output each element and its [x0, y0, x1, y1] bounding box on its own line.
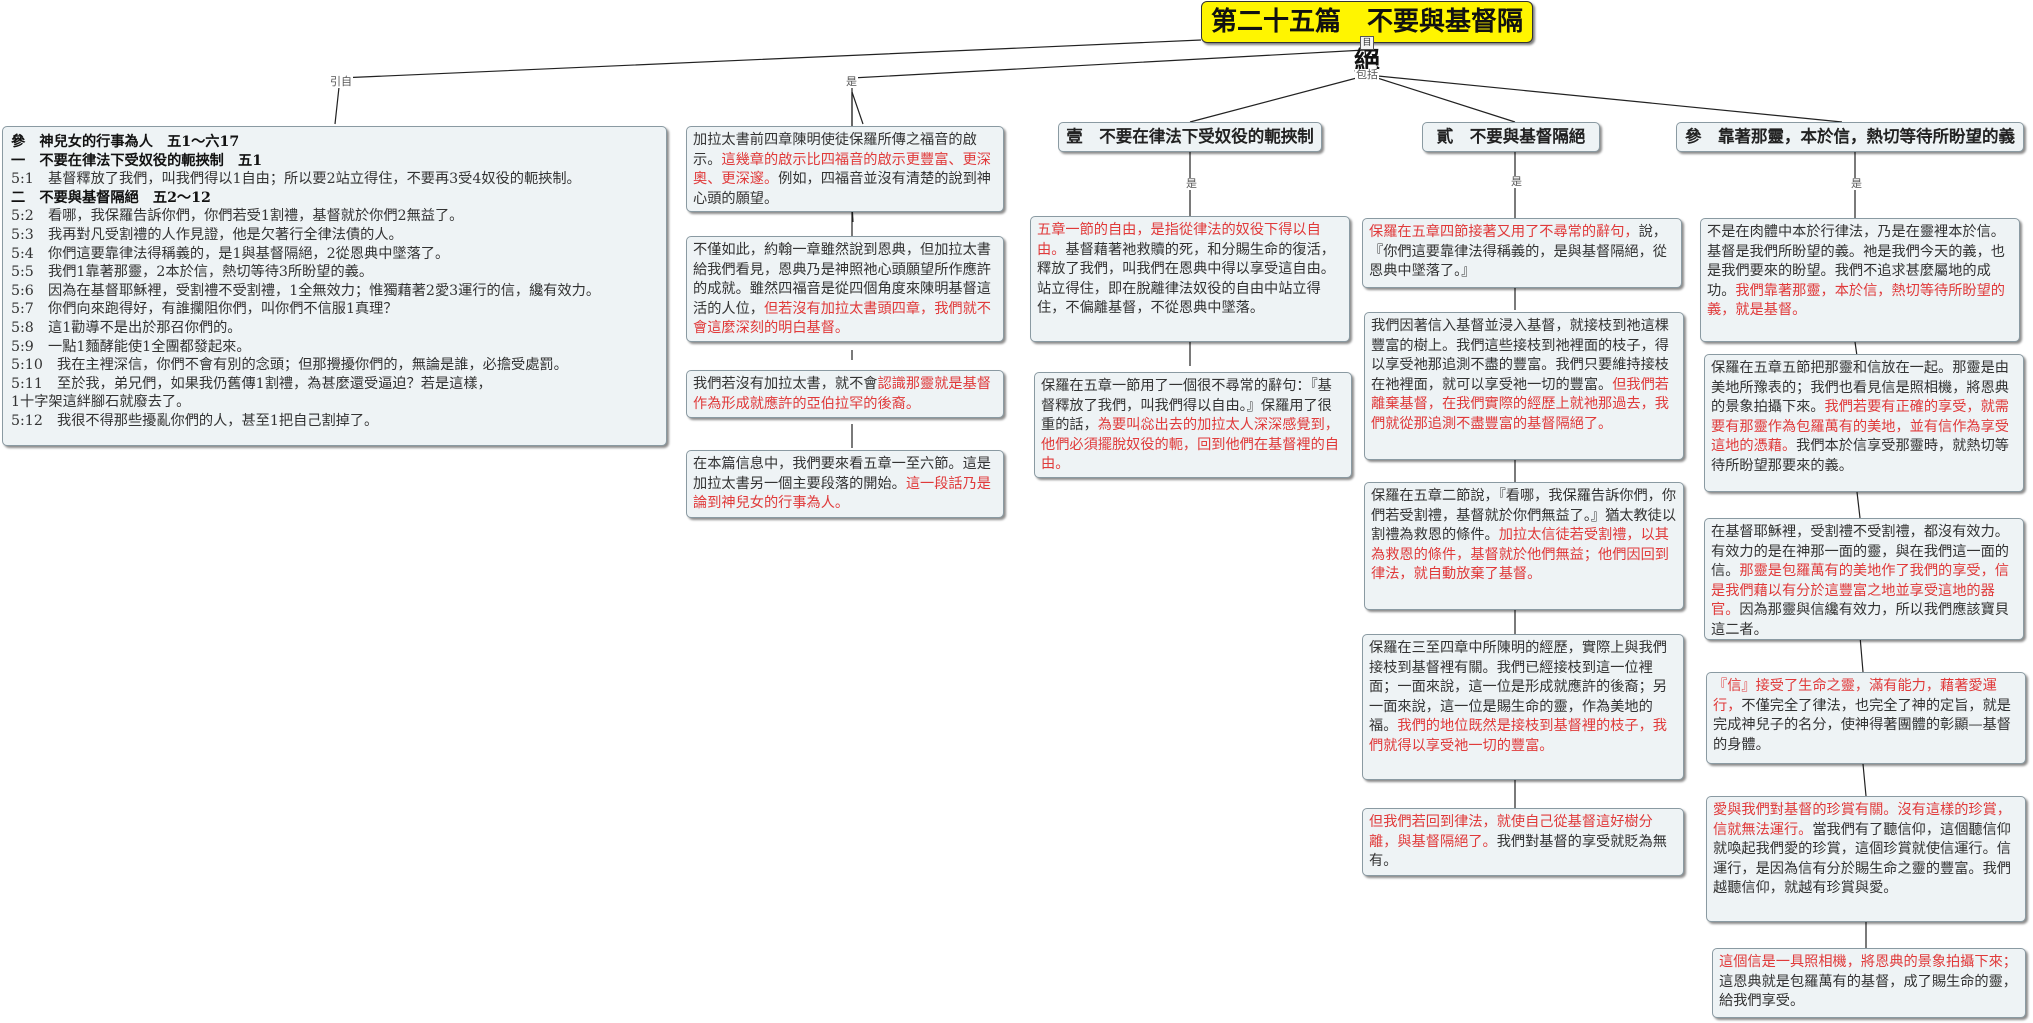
s3-b3-text: 在基督耶穌裡，受割禮不受割禮，都沒有效力。有效力的是在神那一面的靈，與在我們這一… [1711, 524, 2009, 579]
outline-line: 5:10 我在主裡深信，你們不會有別的念頭；但那攪擾你們的，無論是誰，必擔受處罰… [11, 357, 568, 374]
root-topic[interactable]: 第二十五篇 不要與基督隔絕 [1201, 1, 1533, 77]
outline-line: 5:3 我再對凡受割禮的人作見證，他是欠著行全律法債的人。 [11, 226, 403, 243]
outline-line: 5:5 我們1靠著那靈，2本於信，熱切等待3所盼望的義。 [11, 264, 374, 281]
s3-b5-highlight: 愛與我們對基督的珍賞有關。沒有這樣的珍賞，信就無法運行。 [1713, 802, 2011, 838]
s3-b2-text: 保羅在五章五節把那靈和信放在一起。那靈是由美地所豫表的；我們也看見信是照相機，將… [1711, 360, 2009, 415]
intro-2-text: 不僅如此，約翰一章雖然說到恩典，但加拉太書給我們看見，恩典乃是神照祂心頭願望所作… [693, 242, 991, 317]
s2-b1-text: 說，『你們這要靠律法得稱義的，是與基督隔絕，從恩典中墜落了。』 [1369, 224, 1667, 279]
intro-3-text: 我們若沒有加拉太書，就不會 [693, 376, 878, 392]
section2-box-2[interactable]: 我們因著信入基督並浸入基督，就接枝到祂這棵豐富的樹上。我們這些接枝到祂裡面的枝子… [1364, 312, 1684, 460]
section3-box-3[interactable]: 在基督耶穌裡，受割禮不受割禮，都沒有效力。有效力的是在神那一面的靈，與在我們這一… [1704, 518, 2024, 640]
root-title: 第二十五篇 不要與基督隔絕 [1210, 7, 1523, 77]
section3-box-2[interactable]: 保羅在五章五節把那靈和信放在一起。那靈是由美地所豫表的；我們也看見信是照相機，將… [1704, 354, 2024, 492]
outline-line: 5:8 這1勸導不是出於那召你們的。 [11, 319, 242, 336]
intro-3-highlight: 認識那靈就是基督作為形成就應許的亞伯拉罕的後裔。 [693, 376, 991, 412]
label-shi-col4: 是 [1510, 175, 1523, 188]
outline-line: 一 不要在律法下受奴役的軛挾制 五1 [11, 152, 263, 169]
s2-b5-text: 我們對基督的享受就貶為無有。 [1369, 833, 1667, 870]
intro-box-4[interactable]: 在本篇信息中，我們要來看五章一至六節。這是加拉太書另一個主要段落的開始。這一段話… [686, 450, 1004, 518]
section1-box-2[interactable]: 保羅在五章一節用了一個很不尋常的辭句：『基督釋放了我們，叫我們得以自由。』保羅用… [1034, 372, 1352, 478]
s3-b1-text: 不是在肉體中本於行律法，乃是在靈裡本於信。基督是我們所盼望的義。祂是我們今天的義… [1707, 224, 2005, 299]
section3-box-6[interactable]: 這個信是一具照相機，將恩典的景象拍攝下來； 這恩典就是包羅萬有的基督，成了賜生命的… [1712, 948, 2026, 1018]
label-shi-col3: 是 [1185, 177, 1198, 190]
label-yinmu: 引自 [329, 75, 353, 88]
label-shi-col5: 是 [1850, 177, 1863, 190]
intro-1-text-2: 例如，四福音並沒有清楚的說到神心頭的願望。 [693, 171, 991, 207]
s3-b3-text-2: 因為那靈與信纔有效力，所以我們應該寶貝這二者。 [1711, 602, 2009, 638]
label-baokuo: 包括 [1355, 68, 1379, 81]
s3-b6-text: 這恩典就是包羅萬有的基督，成了賜生命的靈，給我們享受。 [1719, 973, 2017, 1010]
intro-1-text: 加拉太書前四章陳明使徒保羅所傳之福音的啟示。 [693, 132, 977, 168]
s2-b2-highlight: 但我們若離棄基督，在我們實際的經歷上就祂那過去，我們就從那追測不盡豐富的基督隔絕… [1371, 376, 1669, 432]
section2-box-1[interactable]: 保羅在五章四節接著又用了不尋常的辭句，說，『你們這要靠律法得稱義的，是與基督隔絕… [1362, 218, 1682, 288]
s2-b4-text: 保羅在三至四章中所陳明的經歷，實際上與我們接枝到基督裡有關。我們已經接枝到這一位… [1369, 640, 1667, 734]
intro-2-highlight: 但若沒有加拉太書頭四章，我們就不會這麼深刻的明白基督。 [693, 300, 991, 337]
s2-b3-highlight: 加拉太信徒若受割禮，以其為救恩的條件，基督就於他們無益；他們因回到律法，就自動放… [1371, 527, 1669, 582]
header-section-3[interactable]: 參 靠著那靈，本於信，熱切等待所盼望的義 [1676, 122, 2024, 152]
s3-b5-text: 當我們有了聽信仰，這個聽信仰就喚起我們愛的珍賞，這個珍賞就使信運行。信運行，是因… [1713, 821, 2011, 897]
outline-line: 5:6 因為在基督耶穌裡，受割禮不受割禮，1全無效力；惟獨藉著2愛3運行的信，纔… [11, 282, 601, 299]
s3-b2-text-2: 我們本於信享受那靈時，就熱切等待所盼望那要來的義。 [1711, 438, 2009, 474]
header-section-1[interactable]: 壹 不要在律法下受奴役的軛挾制 [1058, 122, 1322, 152]
s3-b3-highlight: 那靈是包羅萬有的美地作了我們的享受，信是我們藉以有分於這豐富之地並享受這地的器官… [1711, 563, 2009, 618]
outline-line: 5:12 我很不得那些擾亂你們的人，甚至1把自己割掉了。 [11, 412, 379, 429]
intro-box-2[interactable]: 不僅如此，約翰一章雖然說到恩典，但加拉太書給我們看見，恩典乃是神照祂心頭願望所作… [686, 236, 1004, 342]
intro-4-text: 在本篇信息中，我們要來看五章一至六節。這是加拉太書另一個主要段落的開始。 [693, 456, 991, 492]
s2-b4-highlight: 我們的地位既然是接枝到基督裡的枝子，我們就得以享受祂一切的豐富。 [1369, 718, 1667, 754]
s1-b2-highlight: 為要叫惢出去的加拉太人深深感覺到，他們必須擺脫奴役的軛，回到他們在基督裡的自由。 [1041, 417, 1339, 472]
intro-box-3[interactable]: 我們若沒有加拉太書，就不會認識那靈就是基督作為形成就應許的亞伯拉罕的後裔。 [686, 370, 1004, 418]
intro-box-1[interactable]: 加拉太書前四章陳明使徒保羅所傳之福音的啟示。這幾章的啟示比四福音的啟示更豐富、更… [686, 126, 1004, 212]
outline-line: 5:2 看哪，我保羅告訴你們，你們若受1割禮，基督就於你們2無益了。 [11, 208, 464, 225]
s1-b1-highlight: 五章一節的自由，是指從律法的奴役下得以自由。 [1037, 222, 1321, 258]
s3-b4-text: 不僅完全了律法，也完全了神的定旨，就是完成神兒子的名分，使神得著團體的彰顯—基督… [1713, 697, 2011, 753]
scripture-outline-box[interactable]: 參 神兒女的行事為人 五1～六17 一 不要在律法下受奴役的軛挾制 五1 5:1 基… [2, 126, 667, 446]
s3-b6-highlight: 這個信是一具照相機，將恩典的景象拍攝下來； [1719, 954, 2017, 970]
intro-1-highlight: 這幾章的啟示比四福音的啟示更豐富、更深奧、更深邃。 [693, 151, 991, 188]
outline-line: 5:1 基督釋放了我們，叫我們得以1自由；所以要2站立得住，不要再3受4奴役的軛… [11, 171, 581, 188]
section3-box-4[interactable]: 『信』接受了生命之靈，滿有能力，藉著愛運行，不僅完全了律法，也完全了神的定旨，就… [1706, 672, 2026, 764]
outline-lines: 參 神兒女的行事為人 五1～六17 一 不要在律法下受奴役的軛挾制 五1 5:1 基… [11, 133, 658, 431]
section1-box-1[interactable]: 五章一節的自由，是指從律法的奴役下得以自由。基督藉著祂救贖的死，和分賜生命的復活… [1030, 216, 1350, 342]
label-shi-col2: 是 [845, 75, 858, 88]
s2-b5-highlight: 但我們若回到律法，就使自己從基督這好樹分離，與基督隔絕了。 [1369, 814, 1653, 850]
header-section-2[interactable]: 貳 不要與基督隔絕 [1422, 122, 1600, 152]
outline-line: 5:9 一點1麵酵能使1全團都發起來。 [11, 338, 251, 355]
s3-b1-highlight: 我們靠著那靈，本於信，熱切等待所盼望的義，就是基督。 [1707, 282, 2005, 319]
outline-line: 5:11 至於我，弟兄們，如果我仍舊傳1割禮，為甚麼還受逼迫？若是這樣， [11, 375, 492, 392]
outline-line: 二 不要與基督隔絕 五2～12 [11, 189, 211, 206]
s3-b4-highlight: 『信』接受了生命之靈，滿有能力，藉著愛運行， [1713, 678, 1997, 714]
section2-box-3[interactable]: 保羅在五章二節說，『看哪，我保羅告訴你們，你們若受割禮，基督就於你們無益了。』猶… [1364, 482, 1684, 610]
s1-b1-text: 基督藉著祂救贖的死，和分賜生命的復活，釋放了我們，叫我們在恩典中得以享受這自由。… [1037, 241, 1335, 317]
outline-line: 5:7 你們向來跑得好，有誰攔阻你們，叫你們不信服1真理？ [11, 301, 398, 318]
outline-line: 1十字架這絆腳石就廢去了。 [11, 394, 191, 411]
s2-b3-text: 保羅在五章二節說，『看哪，我保羅告訴你們，你們若受割禮，基督就於你們無益了。』猶… [1371, 488, 1677, 543]
section3-box-1[interactable]: 不是在肉體中本於行律法，乃是在靈裡本於信。基督是我們所盼望的義。祂是我們今天的義… [1700, 218, 2020, 342]
s2-b2-text: 我們因著信入基督並浸入基督，就接枝到祂這棵豐富的樹上。我們這些接枝到祂裡面的枝子… [1371, 318, 1669, 393]
section2-box-5[interactable]: 但我們若回到律法，就使自己從基督這好樹分離，與基督隔絕了。我們對基督的享受就貶為… [1362, 808, 1684, 876]
s3-b2-highlight: 我們若要有正確的享受，就需要有那靈作為包羅萬有的美地，並有信作為享受這地的憑藉。 [1711, 399, 2009, 454]
outline-line: 參 神兒女的行事為人 五1～六17 [11, 134, 240, 150]
s1-b2-text: 保羅在五章一節用了一個很不尋常的辭句：『基督釋放了我們，叫我們得以自由。』保羅用… [1041, 378, 1332, 433]
section2-box-4[interactable]: 保羅在三至四章中所陳明的經歷，實際上與我們接枝到基督裡有關。我們已經接枝到這一位… [1362, 634, 1684, 780]
s2-b1-highlight: 保羅在五章四節接著又用了不尋常的辭句， [1369, 224, 1639, 240]
section3-box-5[interactable]: 愛與我們對基督的珍賞有關。沒有這樣的珍賞，信就無法運行。當我們有了聽信仰，這個聽… [1706, 796, 2026, 922]
outline-line: 5:4 你們這要靠律法得稱義的，是1與基督隔絕，2從恩典中墜落了。 [11, 245, 450, 262]
intro-4-highlight: 這一段話乃是論到神兒女的行事為人。 [693, 475, 991, 512]
root-marker-icon[interactable]: 目 [1360, 36, 1374, 50]
